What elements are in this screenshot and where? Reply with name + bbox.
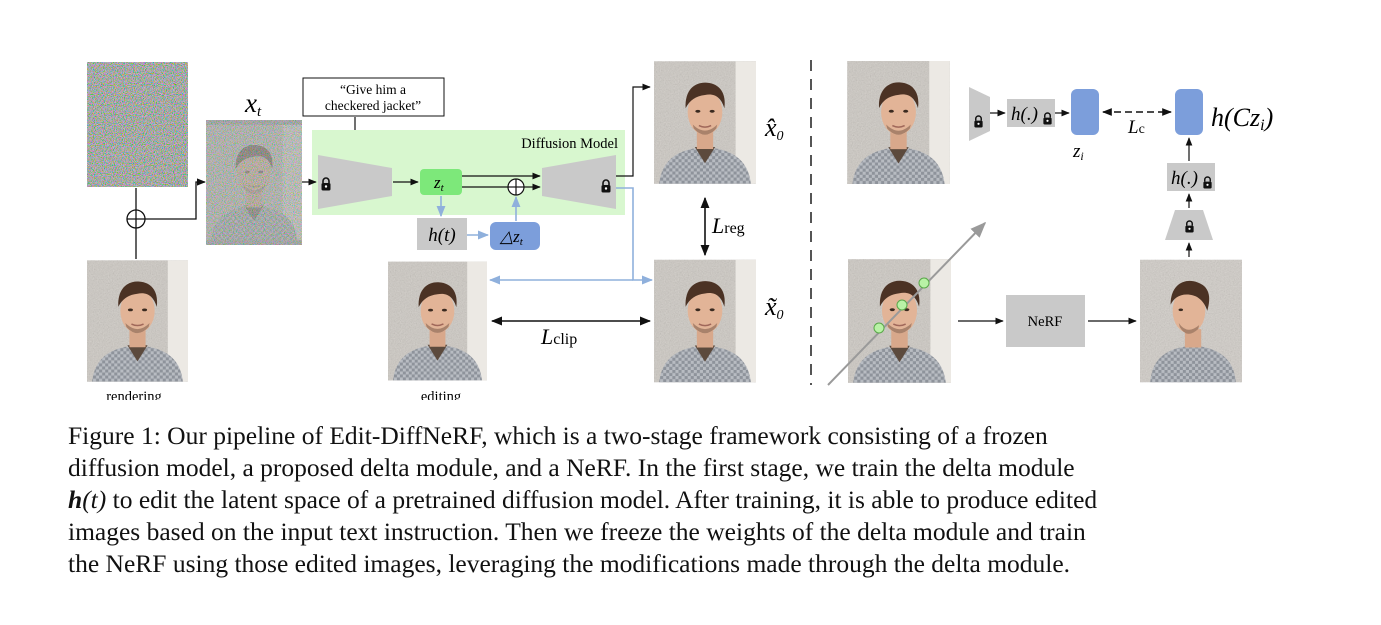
x0-hat-photo bbox=[654, 61, 756, 183]
plus-circle-icon bbox=[507, 178, 525, 196]
prompt-line1: “Give him a bbox=[340, 82, 406, 97]
noise-image bbox=[87, 62, 188, 187]
prompt-line2: checkered jacket” bbox=[325, 98, 421, 113]
caption-line-3-text: to edit the latent space of a pretrained… bbox=[106, 485, 1098, 514]
caption-line-3: h(t) to edit the latent space of a pretr… bbox=[68, 484, 1318, 516]
lreg-label: Lreg bbox=[711, 213, 745, 238]
ht-label: h(t) bbox=[428, 225, 455, 246]
nerf-input-photo bbox=[848, 259, 951, 383]
x0-hat-label: x̂0 bbox=[764, 113, 784, 144]
stage2-encoder-block bbox=[969, 87, 990, 141]
editing-photo bbox=[388, 262, 487, 381]
diffusion-model-label: Diffusion Model bbox=[521, 136, 618, 152]
figure-caption: Figure 1: Our pipeline of Edit-DiffNeRF,… bbox=[68, 420, 1318, 580]
nerf-block bbox=[1006, 295, 1085, 347]
hczi-block bbox=[1175, 89, 1203, 135]
prompt-box bbox=[302, 77, 445, 117]
editing-label: editing bbox=[421, 389, 461, 400]
caption-line-1: Figure 1: Our pipeline of Edit-DiffNeRF,… bbox=[68, 421, 1048, 450]
hczi-label: h(Czi) bbox=[1211, 103, 1273, 134]
zi-block bbox=[1071, 89, 1099, 135]
stage2-decoder-block bbox=[1165, 210, 1213, 240]
sample-point bbox=[918, 277, 930, 289]
zt-block bbox=[420, 169, 462, 195]
nerf-output-photo bbox=[1140, 260, 1242, 382]
rendering-photo bbox=[87, 260, 188, 381]
stage2-input-photo bbox=[847, 61, 950, 184]
delta-zt-label: △zt bbox=[499, 227, 524, 248]
sample-point bbox=[873, 322, 885, 334]
lclip-label: Lclip bbox=[540, 324, 577, 349]
x0-tilde-photo bbox=[654, 260, 756, 382]
delta-zt-block bbox=[490, 222, 540, 250]
x0-tilde-label: x̃0 bbox=[764, 292, 784, 323]
decoder-block bbox=[542, 155, 616, 209]
caption-math-h: h bbox=[68, 485, 83, 514]
rendering-label: rendering bbox=[106, 389, 162, 400]
encoder-block bbox=[318, 155, 392, 209]
pipeline-figure: rendering xt “Give him a checkered jacke… bbox=[87, 60, 1273, 400]
ht-block bbox=[417, 218, 467, 250]
nerf-label: NeRF bbox=[1028, 314, 1063, 330]
caption-line-5: the NeRF using those edited images, leve… bbox=[68, 549, 1071, 578]
caption-line-2: diffusion model, a proposed delta module… bbox=[68, 453, 1075, 482]
noisy-xt-image bbox=[206, 120, 302, 245]
zi-label: zi bbox=[1072, 141, 1084, 163]
plus-circle-icon bbox=[126, 178, 206, 259]
zt-label: zt bbox=[433, 173, 445, 194]
caption-line-4: images based on the input text instructi… bbox=[68, 517, 1086, 546]
h-dot-label-2: h(.) bbox=[1171, 168, 1198, 189]
xt-label: xt bbox=[244, 88, 262, 120]
caption-math-t: (t) bbox=[82, 485, 107, 514]
sample-point bbox=[896, 299, 908, 311]
h-dot-label: h(.) bbox=[1011, 104, 1038, 125]
lc-label: Lc bbox=[1127, 117, 1145, 138]
